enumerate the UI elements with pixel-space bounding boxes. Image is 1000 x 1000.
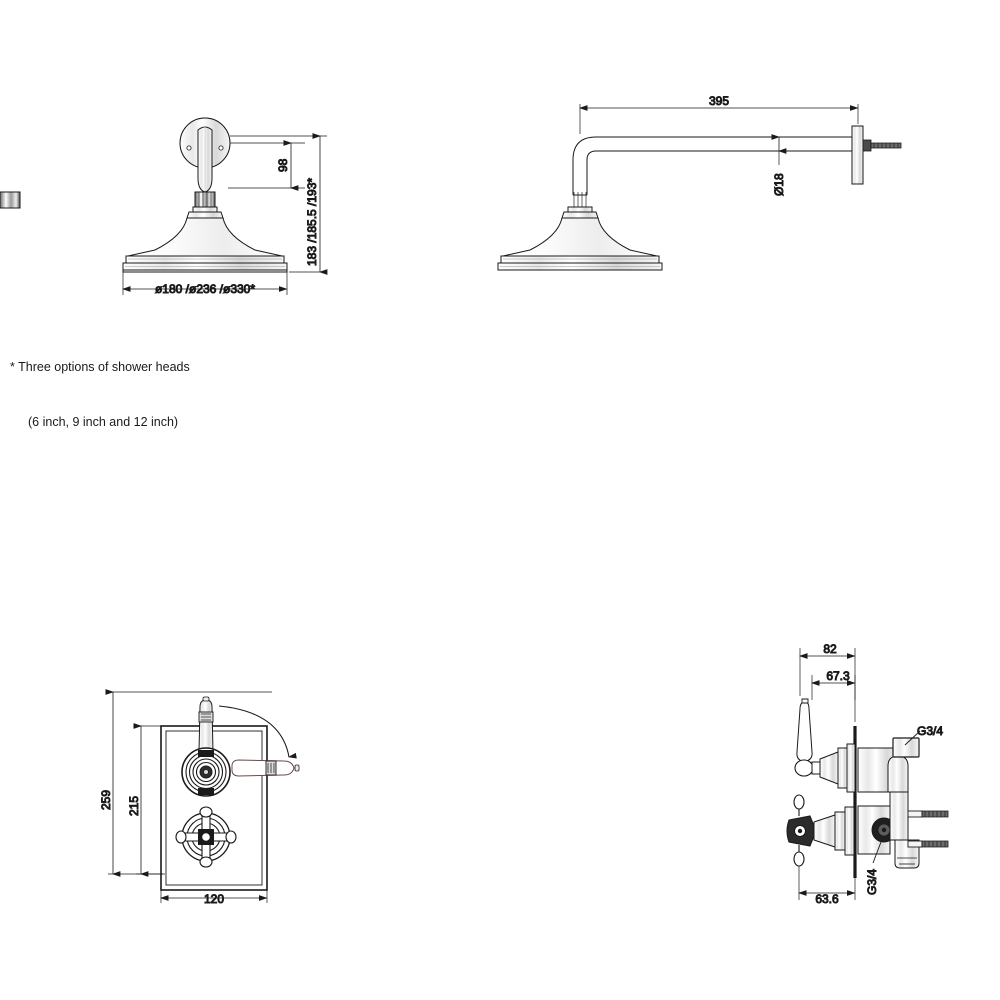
dimension-head-diameter: ø180 /ø236 /ø330* (122, 272, 288, 297)
flow-cross-handle-side (786, 794, 855, 867)
lever-rotation-arc (218, 705, 297, 759)
dimension-label-head-diameter: ø180 /ø236 /ø330* (155, 282, 255, 296)
dimension-label-overall-drop: 183 /185.5 /193* (305, 178, 319, 266)
dimension-120: 120 (160, 890, 268, 907)
dimension-label-395: 395 (709, 94, 729, 108)
swivel-nut (192, 191, 218, 213)
dimension-label-82: 82 (823, 642, 837, 656)
temperature-control-rosette (181, 747, 231, 797)
dimension-259: 259 (99, 689, 272, 877)
dimension-tube-diameter: Ø18 (771, 134, 787, 197)
shower-arm-tube (572, 136, 852, 196)
shower-head-drop-tube (197, 126, 213, 193)
dimension-673: 67.3 (811, 669, 856, 700)
valve-body-upper (857, 737, 920, 793)
dimension-label-673: 67.3 (826, 669, 850, 683)
footnote-line-2: (6 inch, 9 inch and 12 inch) (28, 414, 179, 429)
view-valve-front: 259 215 120 (99, 689, 300, 907)
dimension-395: 395 (579, 94, 859, 134)
dimension-98: 98 (228, 140, 305, 191)
view-valve-side: G3/4 G3/4 82 (786, 642, 949, 907)
dimension-215: 215 (127, 723, 165, 877)
temperature-lever-rotated-phantom (231, 759, 300, 777)
callout-label-g34-top: G3/4 (917, 724, 943, 738)
view-shower-head-front: 98 183 /185.5 /193* ø180 /ø236 /ø330* (122, 117, 328, 297)
arm-wall-flange (851, 125, 864, 185)
view-shower-arm: 395 Ø18 (0, 94, 902, 271)
shower-head-bell (122, 211, 288, 273)
dimension-label-tube-diameter: Ø18 (772, 173, 786, 196)
valve-outlet-studs (907, 810, 949, 848)
dimension-label-98: 98 (276, 158, 290, 172)
shower-arm-head-bell (497, 211, 663, 271)
dimension-label-215: 215 (127, 796, 141, 816)
dimension-82: 82 (799, 642, 856, 722)
valve-body-lower (857, 791, 920, 869)
callout-inlet-thread-bottom: G3/4 (865, 841, 882, 896)
footnote-block: * Three options of shower heads (6 inch,… (10, 322, 190, 467)
callout-label-g34-bottom: G3/4 (865, 869, 879, 895)
temperature-lever-side (794, 698, 856, 793)
flow-cross-handle (175, 806, 237, 868)
arm-threaded-tail (862, 139, 902, 152)
dimension-636: 63.6 (798, 866, 856, 907)
arm-swivel-nut (0, 191, 593, 213)
dimension-label-636: 63.6 (815, 892, 839, 906)
dimension-overall-drop: 183 /185.5 /193* (230, 133, 328, 275)
footnote-line-1: * Three options of shower heads (10, 360, 190, 375)
callout-outlet-thread-top: G3/4 (904, 724, 944, 746)
dimension-label-120: 120 (204, 892, 224, 906)
dimension-label-259: 259 (99, 790, 113, 810)
